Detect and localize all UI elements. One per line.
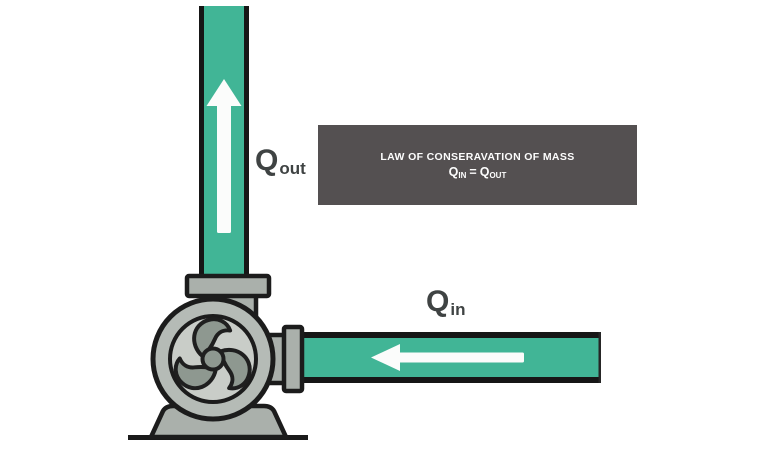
law-equation: QIN=QOUT xyxy=(448,165,507,181)
arrow-left-icon xyxy=(371,344,524,371)
flange-right xyxy=(281,324,305,394)
equation-lhs: Q xyxy=(448,165,459,180)
horizontal-pipe-top-edge xyxy=(298,332,601,338)
flange-top xyxy=(184,273,272,299)
pump-impeller-icon xyxy=(173,317,252,391)
equation-operator: = xyxy=(469,165,477,180)
up-arrow-shaft xyxy=(217,104,231,233)
impeller-hub xyxy=(200,346,226,372)
info-box: LAW OF CONSERAVATION OF MASS QIN=QOUT xyxy=(318,125,637,205)
arrow-up-icon xyxy=(206,79,242,233)
q-out-main: Q xyxy=(255,144,279,177)
left-arrow-shaft xyxy=(398,352,524,363)
up-arrow-head xyxy=(206,79,242,106)
impeller-blade xyxy=(192,317,233,359)
vertical-pipe-right-edge xyxy=(244,6,249,278)
q-out-subscript: out xyxy=(279,159,306,178)
impeller-blade xyxy=(173,356,218,391)
equation-rhs-subscript: OUT xyxy=(489,171,507,181)
horizontal-pipe-bottom-edge xyxy=(298,377,601,383)
q-out-label: Qout xyxy=(255,144,306,178)
equation-lhs-subscript: IN xyxy=(458,171,467,181)
q-in-label: Qin xyxy=(426,285,466,319)
horizontal-pipe-end-edge xyxy=(598,332,601,383)
impeller-blade xyxy=(218,348,252,391)
left-arrow-head xyxy=(371,344,400,371)
vertical-pipe-left-edge xyxy=(199,6,204,278)
q-in-subscript: in xyxy=(450,300,466,319)
law-title: LAW OF CONSERAVATION OF MASS xyxy=(380,151,575,164)
equation-rhs: Q xyxy=(479,165,490,180)
q-in-main: Q xyxy=(426,285,450,318)
